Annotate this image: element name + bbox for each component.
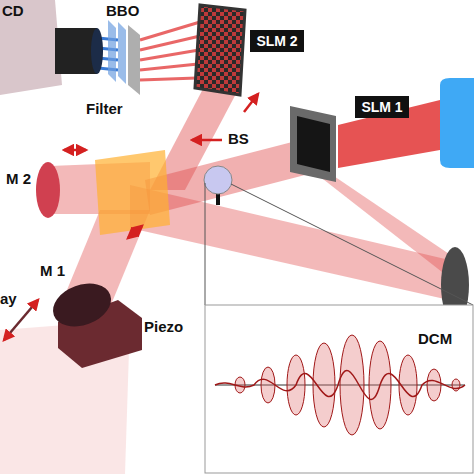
wave-lobe bbox=[261, 367, 275, 403]
part-label: M 2 bbox=[6, 170, 31, 187]
laser-beam bbox=[140, 64, 198, 70]
laser-source bbox=[440, 78, 474, 168]
slm-device bbox=[290, 106, 336, 182]
label-box: SLM 1 bbox=[355, 96, 409, 118]
part-label: BBO bbox=[106, 2, 139, 19]
zoom-line bbox=[231, 184, 473, 305]
motion-arrow bbox=[64, 149, 86, 152]
polarization-wave bbox=[235, 335, 460, 435]
zoom-line bbox=[205, 183, 206, 305]
beam-splitter bbox=[95, 150, 170, 235]
probe-circle bbox=[204, 166, 232, 194]
part-label: Filter bbox=[86, 100, 123, 117]
label-box: SLM 2 bbox=[250, 30, 304, 52]
laser-beam bbox=[338, 100, 440, 168]
inset-box bbox=[205, 305, 473, 473]
camera-lens bbox=[91, 28, 103, 74]
device-label: SLM 1 bbox=[361, 99, 402, 115]
part-label: ay bbox=[0, 290, 17, 307]
wave-curve bbox=[215, 371, 465, 400]
laser-beam bbox=[305, 165, 455, 272]
part-label: BS bbox=[228, 130, 249, 147]
wave-lobe bbox=[340, 335, 364, 435]
laser-beam bbox=[140, 78, 197, 80]
ccd-camera bbox=[0, 0, 62, 95]
bbo-crystal bbox=[108, 20, 116, 82]
mirror bbox=[36, 162, 60, 218]
slm-device bbox=[297, 116, 330, 172]
part-label: M 1 bbox=[40, 262, 65, 279]
bbo-crystal bbox=[118, 22, 126, 84]
device-label: SLM 2 bbox=[256, 33, 297, 49]
filter-plate bbox=[128, 25, 140, 95]
wave-lobe bbox=[427, 369, 441, 401]
motion-arrow bbox=[192, 139, 222, 142]
laser-beam bbox=[140, 36, 200, 50]
motion-arrow bbox=[128, 226, 142, 238]
part-label: DCM bbox=[418, 330, 452, 347]
camera-lens bbox=[55, 28, 97, 74]
mirror bbox=[47, 276, 117, 334]
part-label: CD bbox=[2, 2, 24, 19]
slm-device bbox=[195, 5, 245, 95]
part-label: Piezo bbox=[144, 318, 183, 335]
red-beams bbox=[140, 22, 200, 80]
laser-beam bbox=[140, 50, 199, 60]
motion-arrow bbox=[244, 94, 258, 112]
